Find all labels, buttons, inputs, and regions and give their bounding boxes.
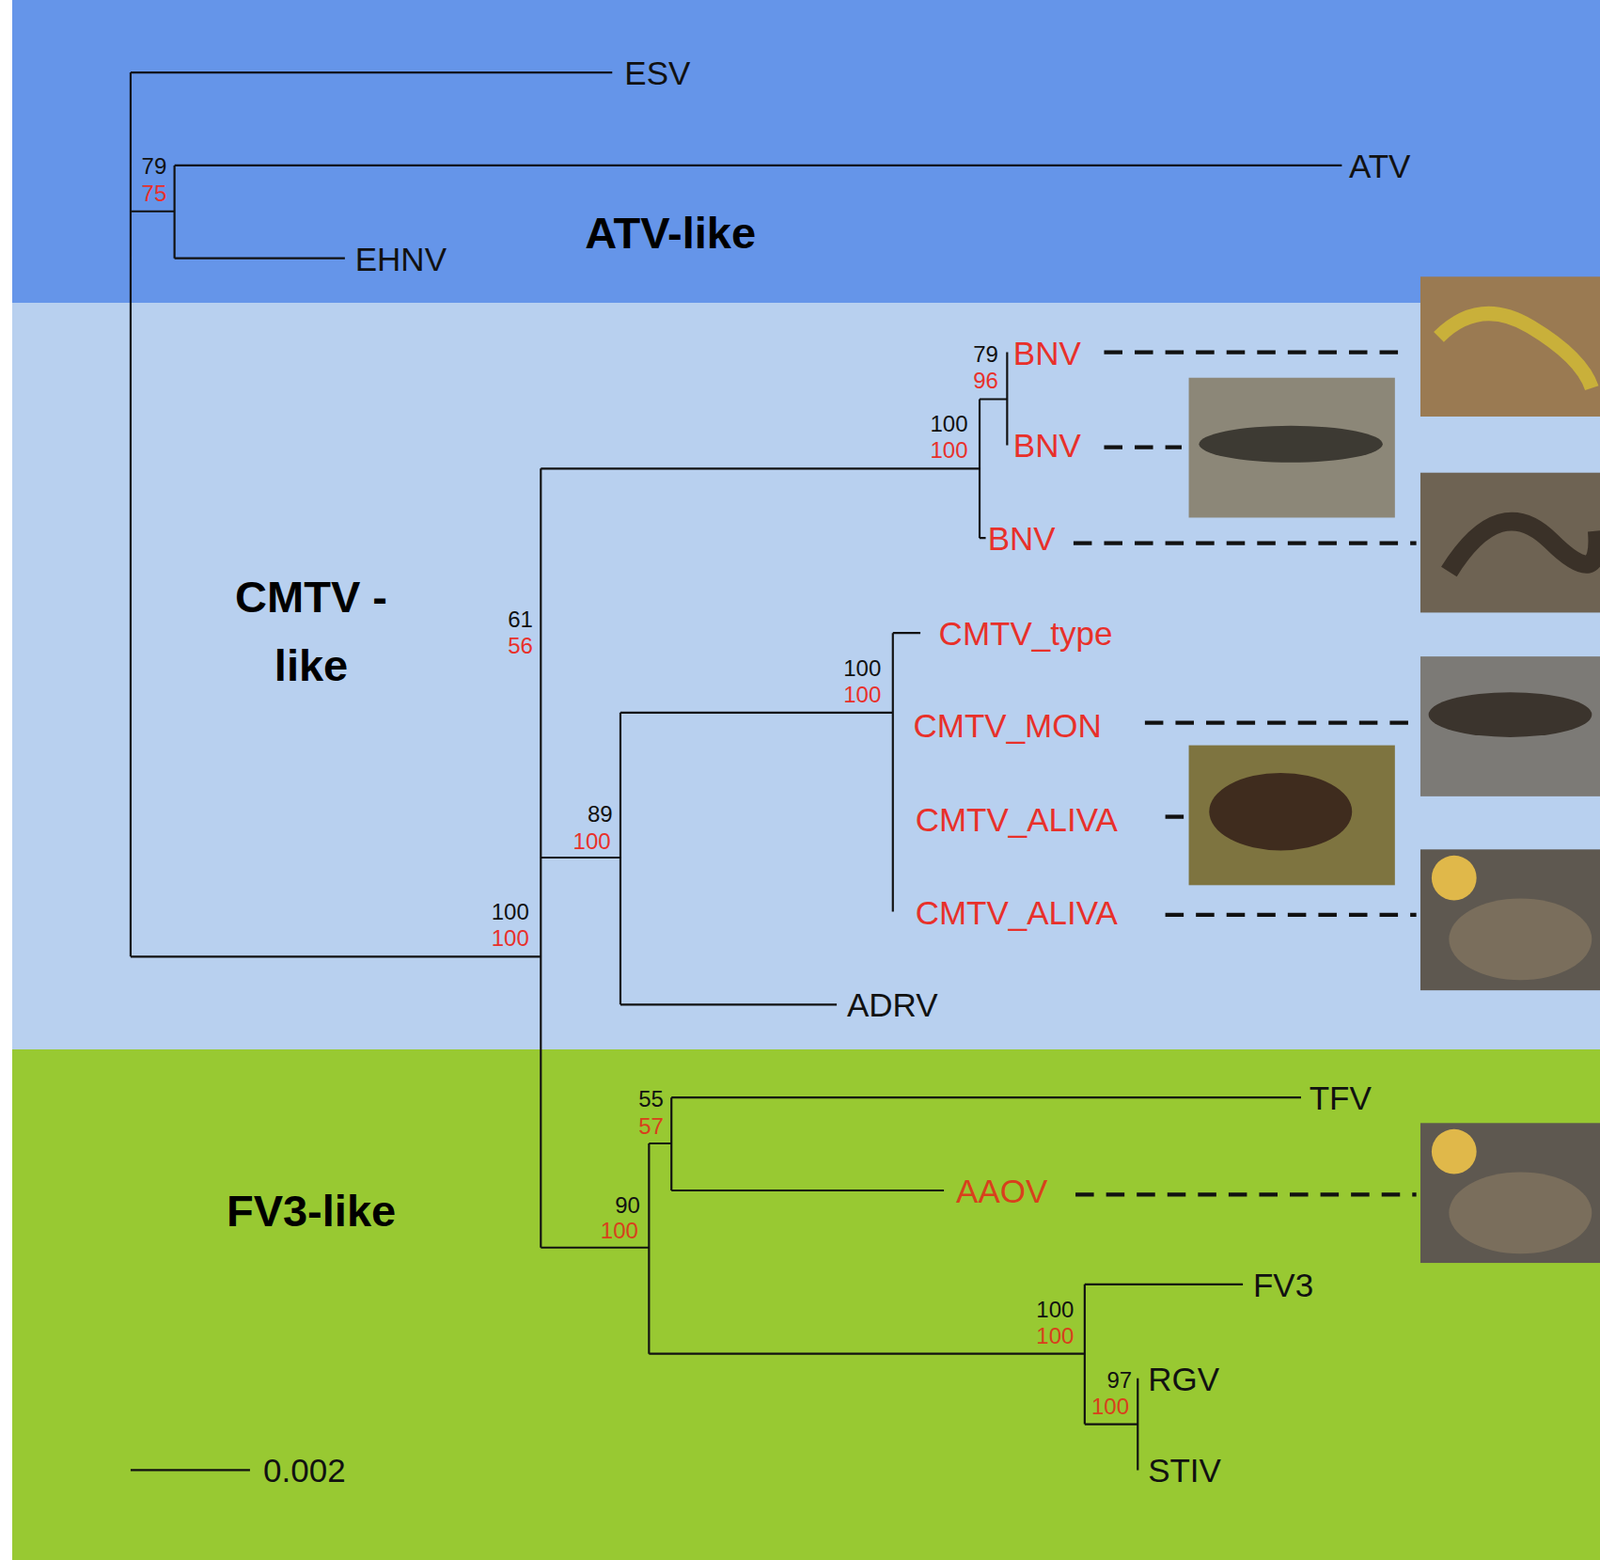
- support-value: 100: [843, 657, 881, 680]
- photo-eggs: [1431, 855, 1477, 901]
- taxon-label: CMTV_type: [939, 616, 1114, 650]
- taxon-label: ADRV: [847, 988, 939, 1021]
- taxon-label: ESV: [624, 56, 691, 90]
- leader-line: [1165, 814, 1185, 818]
- photo-eggs: [1431, 1129, 1477, 1175]
- photo: [1420, 656, 1600, 797]
- clade-name: CMTV -like: [206, 563, 417, 701]
- support-value: 75: [141, 182, 168, 205]
- support-value: 100: [491, 926, 530, 950]
- support-value: 100: [491, 900, 530, 924]
- leader-line: [1145, 721, 1417, 725]
- taxon-label: RGV: [1147, 1361, 1220, 1395]
- support-value: 100: [600, 1219, 639, 1242]
- photo-animal: [1438, 313, 1592, 388]
- support-value: 55: [638, 1087, 664, 1111]
- support-value: 96: [972, 369, 999, 393]
- support-value: 100: [843, 683, 881, 706]
- support-value: 100: [573, 830, 612, 853]
- photo: [1420, 1122, 1600, 1263]
- photo-animal: [1448, 521, 1598, 572]
- photo: [1189, 745, 1396, 886]
- taxon-label: TFV: [1309, 1081, 1372, 1114]
- leader-line: [1103, 444, 1181, 449]
- clade-name: ATV-like: [584, 198, 756, 267]
- scale-label: 0.002: [263, 1453, 346, 1487]
- taxon-label: CMTV_ALIVA: [915, 894, 1118, 928]
- support-value: 100: [929, 439, 968, 462]
- photo-animal: [1198, 425, 1382, 463]
- taxon-label: AAOV: [956, 1173, 1048, 1207]
- taxon-label: BNV: [988, 521, 1056, 555]
- photo: [1420, 472, 1600, 613]
- taxon-label: BNV: [1013, 335, 1082, 369]
- taxon-label: ATV: [1349, 148, 1411, 182]
- photo: [1189, 377, 1396, 518]
- support-value: 89: [587, 802, 613, 826]
- photo: [1420, 276, 1600, 417]
- taxon-label: CMTV_ALIVA: [915, 801, 1118, 835]
- taxon-label: CMTV_MON: [912, 707, 1101, 741]
- taxon-label: STIV: [1147, 1453, 1222, 1487]
- support-value: 79: [141, 155, 168, 178]
- photo-animal: [1428, 691, 1593, 738]
- taxon-label: FV3: [1253, 1267, 1314, 1301]
- clade-band: FV3-like: [12, 1049, 1600, 1560]
- clade-name: FV3-like: [226, 1176, 396, 1245]
- support-value: 100: [1035, 1298, 1074, 1321]
- support-value: 97: [1106, 1368, 1132, 1392]
- photo-animal: [1448, 1171, 1592, 1254]
- support-value: 56: [507, 634, 534, 658]
- taxon-label: BNV: [1013, 428, 1082, 462]
- support-value: 90: [614, 1193, 641, 1217]
- support-value: 100: [1091, 1395, 1130, 1418]
- support-value: 79: [972, 343, 999, 366]
- support-value: 57: [638, 1114, 664, 1138]
- photo-animal: [1208, 772, 1352, 851]
- taxon-label: EHNV: [355, 241, 447, 275]
- support-value: 100: [1035, 1324, 1074, 1348]
- photo: [1420, 848, 1600, 990]
- support-value: 100: [929, 412, 968, 436]
- photo-animal: [1448, 897, 1592, 980]
- support-value: 61: [507, 608, 534, 631]
